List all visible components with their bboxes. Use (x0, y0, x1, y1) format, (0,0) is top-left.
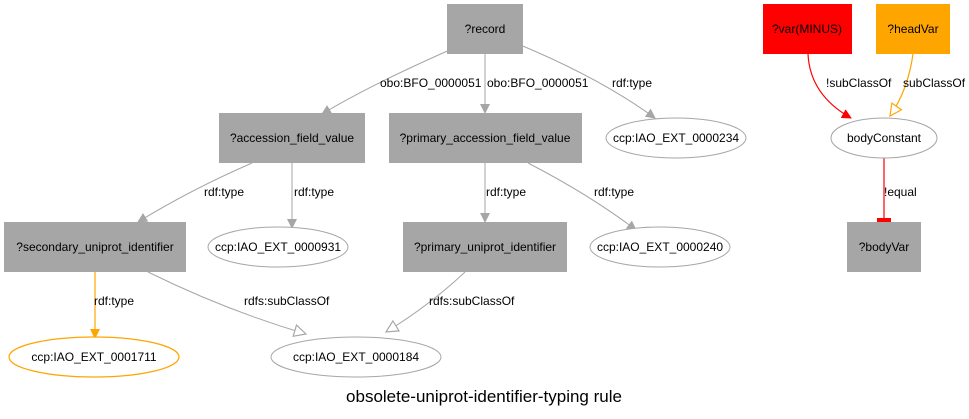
label-accession-931: rdf:type (294, 185, 334, 199)
edge-record-type (517, 43, 656, 119)
node-accession-field-value-label: ?accession_field_value (230, 131, 354, 145)
node-head-var: ?headVar (876, 4, 950, 54)
edge-head-body-constant (890, 53, 914, 116)
node-iao-0000184-label: ccp:IAO_EXT_0000184 (293, 350, 419, 364)
edge-tee-end (877, 218, 891, 222)
edge-labels: obo:BFO_0000051 obo:BFO_0000051 rdf:type… (94, 76, 966, 308)
node-body-var: ?bodyVar (847, 222, 921, 272)
node-iao-0000184: ccp:IAO_EXT_0000184 (270, 336, 442, 378)
edges (90, 43, 914, 339)
node-var-minus: ?var(MINUS) (763, 4, 852, 54)
label-secondary-1711: rdf:type (94, 294, 134, 308)
node-primary-accession-field-value-label: ?primary_accession_field_value (400, 131, 571, 145)
node-var-minus-label: ?var(MINUS) (772, 22, 842, 36)
node-body-constant-label: bodyConstant (847, 131, 922, 145)
edge-var-body-constant (807, 53, 852, 119)
edge-secondary-184 (147, 271, 306, 334)
label-primary-acc-primary: rdf:type (486, 185, 526, 199)
node-primary-uniprot-identifier-label: ?primary_uniprot_identifier (414, 240, 556, 254)
label-constant-not-equal: !equal (884, 185, 917, 199)
label-primary-184: rdfs:subClassOf (429, 294, 515, 308)
label-record-type: rdf:type (612, 76, 652, 90)
label-head-subclass: subClassOf (903, 76, 966, 90)
label-var-not-subclass: !subClassOf (826, 76, 892, 90)
label-accession-secondary: rdf:type (204, 185, 244, 199)
node-body-var-label: ?bodyVar (859, 240, 909, 254)
node-iao-0000234: ccp:IAO_EXT_0000234 (605, 117, 747, 159)
node-iao-0000240: ccp:IAO_EXT_0000240 (589, 226, 731, 268)
label-secondary-184: rdfs:subClassOf (244, 294, 330, 308)
node-record-label: ?record (465, 22, 506, 36)
label-primary-acc-240: rdf:type (594, 185, 634, 199)
diagram-title: obsolete-uniprot-identifier-typing rule (346, 387, 622, 406)
node-accession-field-value: ?accession_field_value (219, 113, 365, 163)
node-primary-uniprot-identifier: ?primary_uniprot_identifier (403, 222, 567, 272)
label-record-accession: obo:BFO_0000051 (380, 76, 482, 90)
node-primary-accession-field-value: ?primary_accession_field_value (389, 113, 582, 163)
node-body-constant: bodyConstant (830, 117, 938, 159)
node-iao-0001711: ccp:IAO_EXT_0001711 (8, 336, 180, 378)
edge-primary-acc-240 (527, 162, 637, 231)
node-secondary-uniprot-identifier-label: ?secondary_uniprot_identifier (16, 240, 173, 254)
node-iao-0000240-label: ccp:IAO_EXT_0000240 (597, 240, 723, 254)
node-iao-0000931-label: ccp:IAO_EXT_0000931 (215, 240, 341, 254)
node-secondary-uniprot-identifier: ?secondary_uniprot_identifier (4, 222, 186, 272)
edge-accession-secondary (137, 162, 253, 223)
node-iao-0001711-label: ccp:IAO_EXT_0001711 (31, 350, 157, 364)
node-iao-0000931: ccp:IAO_EXT_0000931 (207, 226, 349, 268)
nodes: ?record ?accession_field_value ?primary_… (4, 4, 950, 378)
edge-record-accession (321, 48, 453, 115)
node-head-var-label: ?headVar (887, 22, 938, 36)
node-record: ?record (447, 4, 523, 54)
node-iao-0000234-label: ccp:IAO_EXT_0000234 (613, 131, 739, 145)
label-record-primary-accession: obo:BFO_0000051 (487, 76, 589, 90)
edge-primary-184 (386, 271, 466, 332)
